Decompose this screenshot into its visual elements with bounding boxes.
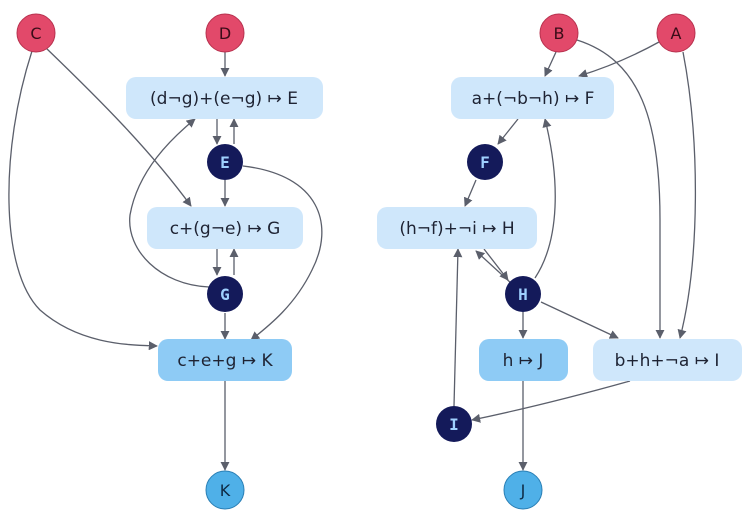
node-k: K	[205, 470, 245, 510]
node-j-label: J	[520, 481, 526, 500]
edge-e-to-rule-k	[242, 165, 323, 341]
edge-rule-f-to-f	[497, 118, 519, 145]
rule-k-label: c+e+g ↦ K	[177, 351, 273, 371]
edge-a-to-rule-i	[677, 51, 697, 339]
edge-g-to-rule-e	[129, 118, 210, 288]
rule-box-i-bg	[593, 339, 742, 381]
node-g-circle	[207, 276, 243, 312]
rule-box-j-bg	[479, 339, 568, 381]
node-h: H	[505, 276, 541, 312]
node-d-circle	[205, 13, 245, 53]
node-c: C	[16, 13, 56, 53]
edges-right	[453, 39, 697, 471]
rule-box-f: a+(¬b¬h) ↦ F	[451, 77, 614, 119]
node-c-label: C	[30, 24, 41, 43]
node-b-circle	[539, 13, 579, 53]
node-e-circle	[207, 144, 243, 180]
edges-left	[8, 47, 323, 471]
node-h-label: H	[518, 285, 528, 304]
node-j-circle	[503, 470, 543, 510]
node-a: A	[656, 13, 696, 53]
rule-f-label: a+(¬b¬h) ↦ F	[472, 89, 595, 109]
rule-j-label: h ↦ J	[503, 351, 544, 371]
rule-box-g: c+(g¬e) ↦ G	[147, 207, 303, 249]
node-e: E	[207, 144, 243, 180]
edge-b-to-rule-f	[544, 51, 557, 77]
node-c-circle	[16, 13, 56, 53]
edge-b-to-rule-i	[576, 39, 665, 339]
rule-box-f-bg	[451, 77, 614, 119]
rule-h-label: (h¬f)+¬i ↦ H	[399, 219, 514, 239]
node-h-circle	[505, 276, 541, 312]
edge-h-to-rule-i	[540, 301, 619, 339]
rule-e-label: (d¬g)+(e¬g) ↦ E	[150, 89, 298, 109]
node-d: D	[205, 13, 245, 53]
node-b-label: B	[554, 24, 565, 43]
node-k-label: K	[220, 481, 231, 500]
node-i: I	[436, 406, 472, 442]
rule-box-h-bg	[377, 207, 537, 249]
rule-box-h: (h¬f)+¬i ↦ H	[377, 207, 537, 249]
rule-box-k-bg	[158, 339, 292, 381]
edge-f-to-rule-h	[464, 179, 477, 207]
edge-rule-h-to-h	[483, 248, 509, 281]
edge-c-to-rule-g	[45, 47, 192, 207]
node-e-label: E	[220, 153, 230, 172]
rule-box-i: b+h+¬a ↦ I	[593, 339, 742, 381]
edge-rule-i-to-i	[471, 380, 631, 423]
rule-g-label: c+(g¬e) ↦ G	[170, 219, 281, 239]
node-i-label: I	[449, 415, 459, 434]
rule-box-j: h ↦ J	[479, 339, 568, 381]
node-f-circle	[467, 144, 503, 180]
rule-box-e-bg	[126, 77, 323, 119]
node-d-label: D	[219, 24, 231, 43]
node-a-circle	[656, 13, 696, 53]
edge-a-to-rule-f	[578, 41, 660, 78]
edge-h-to-rule-h	[475, 250, 513, 285]
node-k-circle	[205, 470, 245, 510]
node-f: F	[467, 144, 503, 180]
node-g: G	[207, 276, 243, 312]
node-j: J	[503, 470, 543, 510]
rule-box-g-bg	[147, 207, 303, 249]
edge-c-to-rule-k	[8, 50, 158, 351]
node-i-circle	[436, 406, 472, 442]
edge-i-to-rule-h	[453, 248, 463, 407]
node-g-label: G	[220, 285, 230, 304]
node-f-label: F	[480, 153, 490, 172]
rule-box-k: c+e+g ↦ K	[158, 339, 292, 381]
rule-i-label: b+h+¬a ↦ I	[615, 351, 720, 371]
node-a-label: A	[671, 24, 682, 43]
edge-h-to-rule-f	[534, 118, 556, 279]
node-b: B	[539, 13, 579, 53]
rule-box-e: (d¬g)+(e¬g) ↦ E	[126, 77, 323, 119]
